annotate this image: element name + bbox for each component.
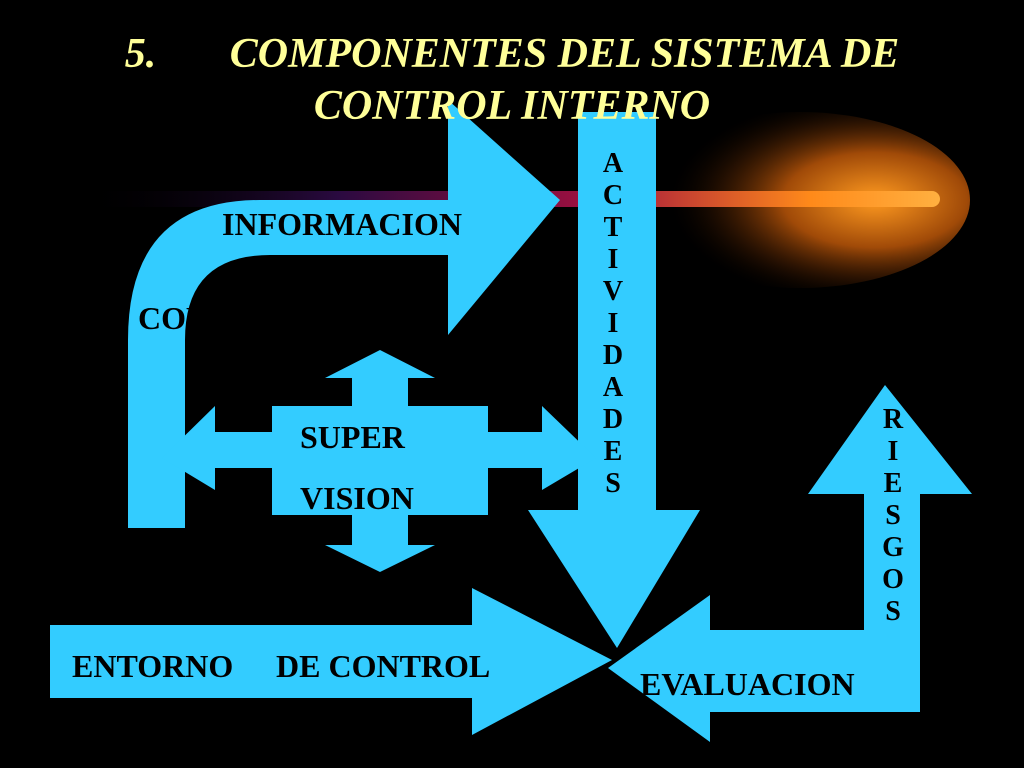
supervision-label-line1: SUPER (300, 419, 405, 455)
evaluacion-label: EVALUACION (640, 666, 855, 702)
four-way-arrow-icon (162, 350, 596, 572)
supervision-label-line2: VISION (300, 480, 414, 516)
slide-title-line2: CONTROL INTERNO (313, 83, 711, 129)
comunicacion-label: COMUNICACIÓN (138, 300, 405, 336)
right-arrow-icon (50, 588, 612, 735)
down-arrow-icon (528, 112, 700, 648)
informacion-label: INFORMACION (222, 206, 462, 242)
de-control-label: DE CONTROL (276, 648, 491, 684)
up-arrow-icon (608, 385, 972, 742)
entorno-label: ENTORNO (72, 648, 234, 684)
curved-arrow-icon (128, 100, 560, 528)
riesgos-label: R I E S G O S (882, 404, 904, 627)
slide-title-line1: 5. COMPONENTES DEL SISTEMA DE (124, 31, 900, 77)
actividades-label: A C T I V I D A D E S (602, 148, 624, 499)
